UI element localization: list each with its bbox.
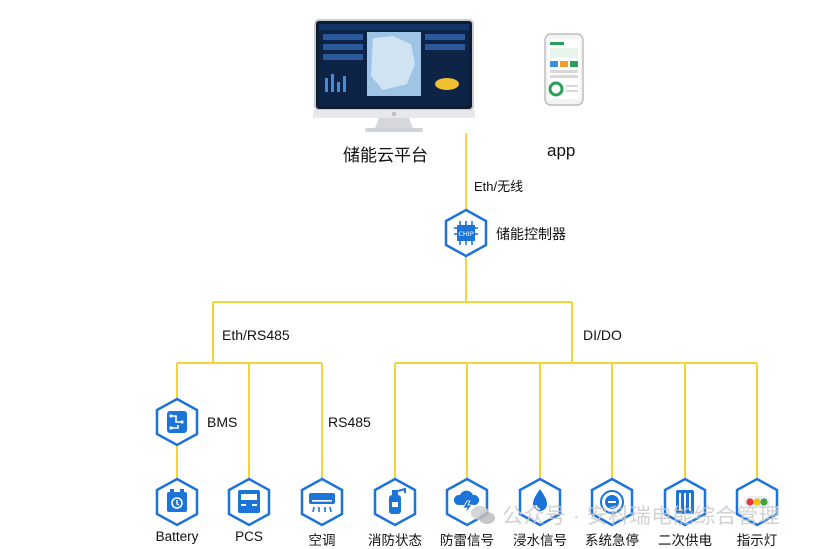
device-lightning-signal bbox=[444, 477, 490, 527]
lightning-cloud-icon bbox=[445, 477, 489, 527]
cloud-platform-label: 储能云平台 bbox=[343, 146, 428, 165]
device-emergency-stop bbox=[589, 477, 635, 527]
indicator-light-icon bbox=[735, 477, 779, 527]
device-label-secondary-power: 二次供电 bbox=[658, 533, 712, 548]
monitor-icon bbox=[313, 18, 475, 134]
battery-icon bbox=[155, 477, 199, 527]
device-label-pcs: PCS bbox=[235, 529, 263, 544]
water-drop-icon bbox=[518, 477, 562, 527]
device-pcs bbox=[226, 477, 272, 527]
device-label-fire-status: 消防状态 bbox=[368, 533, 422, 548]
svg-text:CHIP: CHIP bbox=[458, 230, 473, 238]
watermark-text: 公众号 · 安科瑞电能综合管理 bbox=[502, 505, 781, 528]
device-label-indicator-light: 指示灯 bbox=[736, 533, 778, 548]
power-supply-icon bbox=[663, 477, 707, 527]
device-battery bbox=[154, 477, 200, 527]
rs485-label: RS485 bbox=[328, 414, 371, 430]
controller-label: 储能控制器 bbox=[496, 226, 566, 242]
fire-extinguisher-icon bbox=[373, 477, 417, 527]
air-conditioner-icon bbox=[300, 477, 344, 527]
device-label-water-signal: 浸水信号 bbox=[513, 533, 567, 548]
device-air-conditioner bbox=[299, 477, 345, 527]
eth-rs485-label: Eth/RS485 bbox=[222, 327, 290, 343]
device-water-signal bbox=[517, 477, 563, 527]
wechat-icon bbox=[471, 506, 495, 524]
eth-wireless-label: Eth/无线 bbox=[474, 179, 524, 194]
bms-label: BMS bbox=[207, 414, 238, 430]
controller-node: CHIP bbox=[443, 208, 489, 258]
device-indicator-light bbox=[734, 477, 780, 527]
watermark: 公众号 · 安科瑞电能综合管理 bbox=[470, 500, 780, 530]
phone-icon bbox=[544, 33, 584, 106]
chip-icon: CHIP bbox=[444, 208, 488, 258]
device-label-emergency-stop: 系统急停 bbox=[585, 533, 639, 548]
bms-node bbox=[154, 397, 200, 447]
di-do-label: DI/DO bbox=[583, 327, 622, 343]
device-label-air-conditioner: 空调 bbox=[308, 533, 336, 548]
device-fire-status bbox=[372, 477, 418, 527]
device-label-lightning-signal: 防雷信号 bbox=[440, 533, 494, 548]
pcs-icon bbox=[227, 477, 271, 527]
bms-circuit-icon bbox=[155, 397, 199, 447]
device-secondary-power bbox=[662, 477, 708, 527]
app-label: app bbox=[547, 141, 576, 160]
device-label-battery: Battery bbox=[155, 529, 199, 544]
emergency-stop-icon bbox=[590, 477, 634, 527]
